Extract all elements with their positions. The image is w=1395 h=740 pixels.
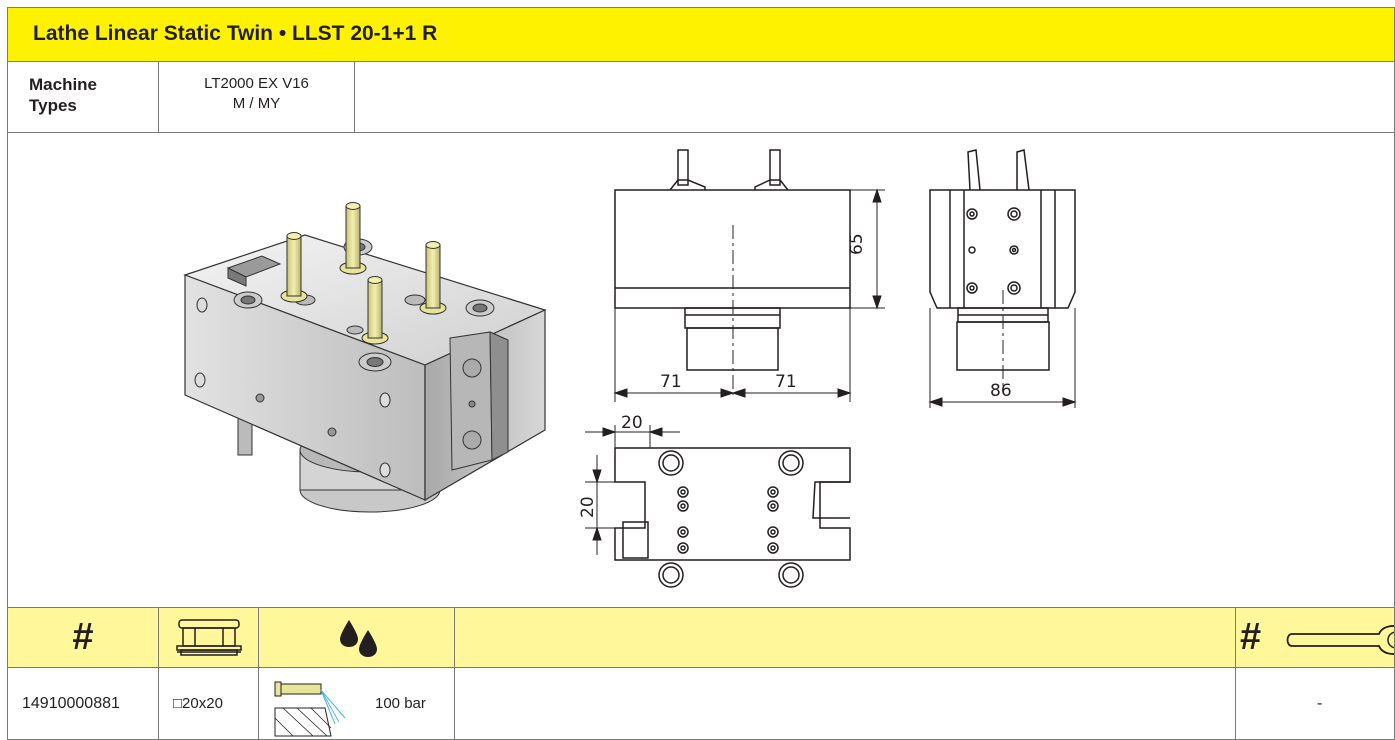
dim-right-label: 71 (775, 372, 797, 392)
machine-types-label-line1: Machine (29, 75, 98, 94)
header-article-number: # (7, 607, 159, 668)
dim-offset-y-label: 20 (578, 496, 598, 518)
blank-cell (454, 667, 1236, 740)
wrench-cell: - (1235, 667, 1395, 740)
header-wrench: # (1235, 607, 1395, 668)
dim-offset-x-label: 20 (621, 413, 643, 433)
wrench-value: - (1317, 695, 1323, 712)
dim-width-label: 86 (990, 381, 1012, 401)
shank-size-cell: □20x20 (158, 667, 259, 740)
header-blank (454, 607, 1236, 668)
dim-height-label: 65 (847, 233, 867, 255)
article-number: 14910000881 (22, 695, 120, 712)
machine-types-label: Machine Types (7, 61, 159, 133)
wrench-icon (1286, 625, 1394, 655)
dim-left-label: 71 (660, 372, 682, 392)
header-collet (158, 607, 259, 668)
side-view-drawing: 86 (928, 149, 1077, 408)
coolant-pressure: 100 bar (375, 695, 426, 712)
collet-nut-icon (176, 619, 242, 656)
coolant-drops-icon (340, 620, 377, 657)
table-row: 14910000881 (7, 667, 159, 740)
machine-type-variant: M / MY (232, 95, 281, 112)
shank-size: □20x20 (173, 695, 223, 712)
page-title: Lathe Linear Static Twin • LLST 20-1+1 R (33, 22, 438, 45)
coolant-cell: 100 bar (258, 667, 455, 740)
machine-types-value: LT2000 EX V16 M / MY (158, 61, 355, 133)
front-view-drawing: 65 71 71 (613, 149, 885, 402)
header-wrench-hash: # (1240, 616, 1262, 658)
machine-types-empty-cell (354, 61, 1395, 133)
machine-types-label-line2: Types (29, 96, 77, 115)
machine-type-model: LT2000 EX V16 (204, 75, 309, 92)
title-bar: Lathe Linear Static Twin • LLST 20-1+1 R (7, 7, 1395, 62)
header-coolant (258, 607, 455, 668)
tool-holder-illustration (183, 202, 547, 513)
header-hash: # (72, 616, 94, 658)
coolant-nozzle-icon (274, 681, 346, 737)
bottom-view-drawing: 20 20 (578, 413, 851, 588)
